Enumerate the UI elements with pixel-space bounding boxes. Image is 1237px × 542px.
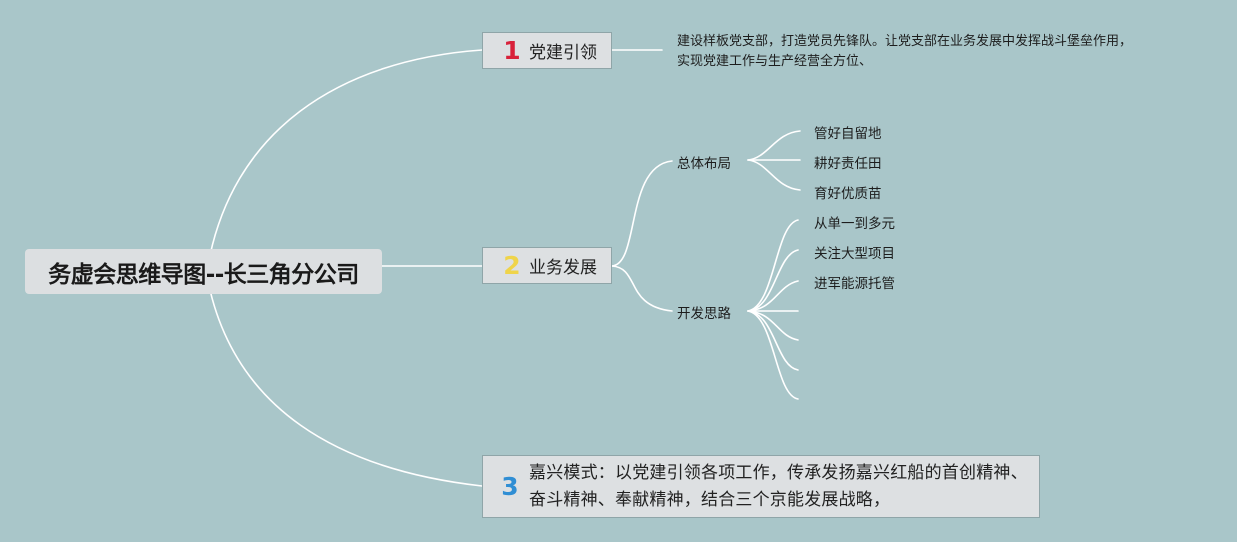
leaf-item[interactable]: 从单一到多元	[814, 216, 895, 232]
topic-node-business-development[interactable]: 2 业务发展	[482, 247, 612, 284]
topic-number-badge: 2	[503, 251, 521, 280]
subtopic-development-approach[interactable]: 开发思路	[677, 306, 731, 322]
topic-label: 党建引领	[529, 43, 597, 63]
mindmap-root-node[interactable]: 务虚会思维导图--长三角分公司	[25, 249, 382, 294]
topic-number-badge: 3	[501, 472, 519, 501]
leaf-item[interactable]: 耕好责任田	[814, 156, 882, 172]
connector-sub2-leaf2	[747, 249, 799, 312]
subtopic-overall-layout[interactable]: 总体布局	[677, 156, 731, 172]
root-title: 务虚会思维导图--长三角分公司	[48, 261, 359, 288]
connector-root-topic3	[206, 275, 483, 487]
connector-topic2-sub1	[611, 160, 673, 267]
note-line: 实现党建工作与生产经营全方位、	[677, 54, 873, 69]
connector-root-topic1	[206, 49, 483, 272]
leaf-item[interactable]: 育好优质苗	[814, 186, 882, 202]
leaf-item[interactable]: 管好自留地	[814, 126, 882, 142]
leaf-item[interactable]: 关注大型项目	[814, 246, 895, 262]
connector-sub2-leaf6	[747, 310, 799, 371]
topic-node-party-building[interactable]: 1 党建引领	[482, 32, 612, 69]
topic-label: 业务发展	[529, 258, 597, 278]
connector-sub2-leaf7	[747, 310, 799, 400]
connector-sub1-leaf3	[747, 159, 801, 191]
topic-note-party-building[interactable]: 建设样板党支部，打造党员先锋队。让党支部在业务发展中发挥战斗堡垒作用， 实现党建…	[677, 32, 1132, 72]
note-line: 建设样板党支部，打造党员先锋队。让党支部在业务发展中发挥战斗堡垒作用，	[677, 34, 1133, 49]
topic-label: 嘉兴模式：以党建引领各项工作，传承发扬嘉兴红船的首创精神、奋斗精神、奉献精神，结…	[529, 462, 1028, 510]
leaf-item[interactable]: 进军能源托管	[814, 276, 895, 292]
connector-sub2-leaf1	[747, 219, 799, 312]
topic-number-badge: 1	[503, 36, 521, 65]
topic-node-jiaxing-model[interactable]: 3 嘉兴模式：以党建引领各项工作，传承发扬嘉兴红船的首创精神、奋斗精神、奉献精神…	[482, 455, 1040, 518]
connector-sub2-leaf3	[747, 280, 799, 312]
connector-sub1-leaf1	[747, 130, 801, 161]
connector-topic2-sub2	[611, 265, 673, 312]
